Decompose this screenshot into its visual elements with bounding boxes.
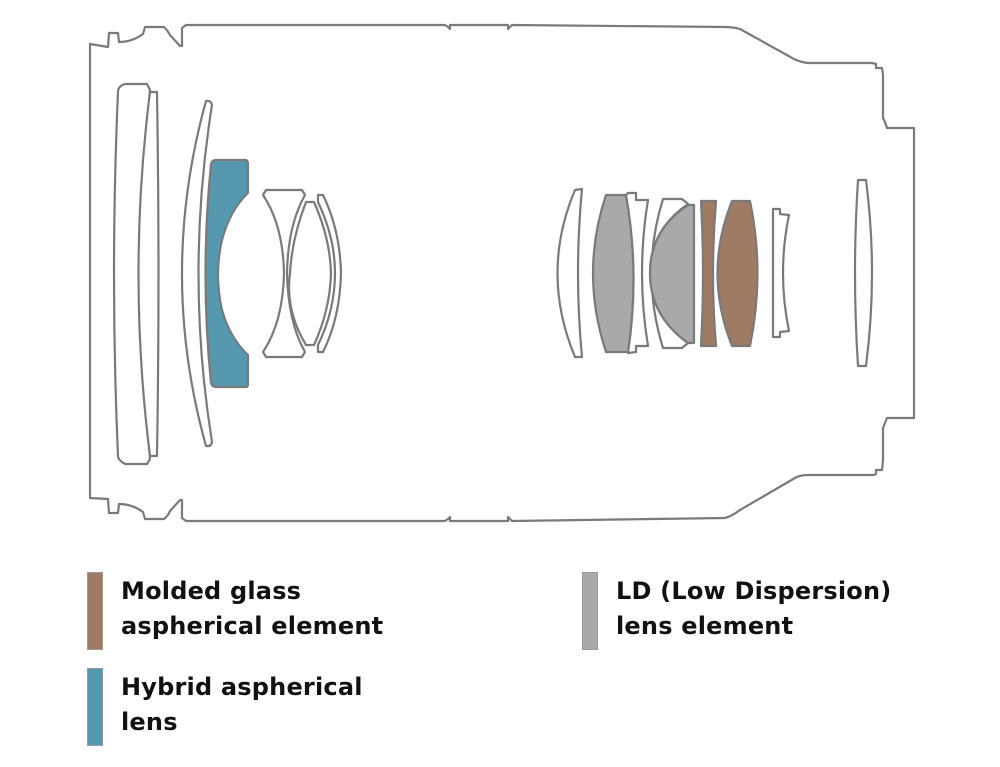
lens-element-f5 <box>261 188 307 359</box>
legend-swatch-hybrid-aspherical <box>87 668 103 746</box>
legend-label-line: lens element <box>616 612 794 640</box>
lens-element-r1 <box>556 187 584 359</box>
legend-label-line: lens <box>121 708 178 736</box>
lens-element-f4-hybrid-aspherical[interactable] <box>204 158 250 389</box>
lens-element-r6-molded-aspherical[interactable] <box>699 199 718 348</box>
legend-label-line: Molded glass <box>121 577 302 605</box>
lens-element-r2-ld[interactable] <box>591 193 635 354</box>
legend-label-line: aspherical element <box>121 612 384 640</box>
legend-label-low-dispersion: LD (Low Dispersion) lens element <box>616 574 891 644</box>
lens-construction-diagram <box>88 23 916 523</box>
lens-element-r3 <box>624 191 650 355</box>
legend-label-hybrid-aspherical: Hybrid aspherical lens <box>121 670 363 740</box>
lens-element-f3 <box>180 99 214 448</box>
lens-barrel-outline <box>88 23 916 523</box>
legend-item-molded-glass-aspherical: Molded glass aspherical element <box>87 572 383 650</box>
legend-swatch-low-dispersion <box>582 572 598 650</box>
lens-element-f7 <box>316 193 343 354</box>
lens-element-f2 <box>137 90 160 458</box>
lens-element-r8 <box>771 207 791 339</box>
lens-element-r5-ld[interactable] <box>648 203 696 345</box>
lens-element-f6 <box>287 200 333 347</box>
lens-element-r9 <box>853 178 874 368</box>
legend-item-hybrid-aspherical: Hybrid aspherical lens <box>87 668 363 746</box>
legend-label-line: Hybrid aspherical <box>121 673 363 701</box>
lens-element-r7-molded-aspherical[interactable] <box>716 199 759 348</box>
legend-swatch-molded-glass <box>87 572 103 650</box>
legend-label-line: LD (Low Dispersion) <box>616 577 892 605</box>
legend-item-low-dispersion: LD (Low Dispersion) lens element <box>582 572 891 650</box>
legend-label-molded-glass: Molded glass aspherical element <box>121 574 383 644</box>
